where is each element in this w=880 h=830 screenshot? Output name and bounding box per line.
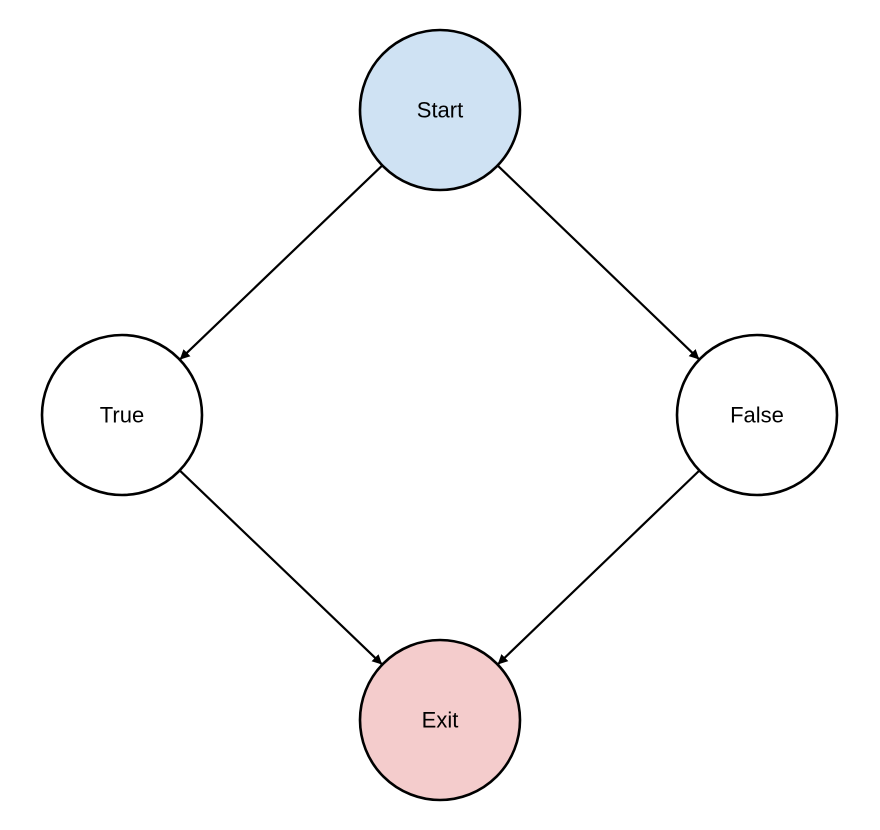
node-start-label: Start <box>417 98 463 123</box>
edge-true-to-exit <box>178 469 383 665</box>
node-start-circle <box>358 28 522 192</box>
node-start[interactable]: Start <box>358 28 522 192</box>
node-false[interactable]: False <box>675 333 839 497</box>
edges-layer <box>178 164 701 665</box>
node-false-circle <box>675 333 839 497</box>
node-exit[interactable]: Exit <box>358 638 522 802</box>
edge-start-to-true <box>179 164 384 360</box>
edge-false-to-exit <box>497 469 701 665</box>
node-true-label: True <box>100 403 144 428</box>
node-exit-circle <box>358 638 522 802</box>
edge-start-to-false <box>496 164 700 360</box>
node-true-circle <box>40 333 204 497</box>
node-exit-label: Exit <box>422 708 459 733</box>
node-true[interactable]: True <box>40 333 204 497</box>
node-false-label: False <box>730 403 784 428</box>
